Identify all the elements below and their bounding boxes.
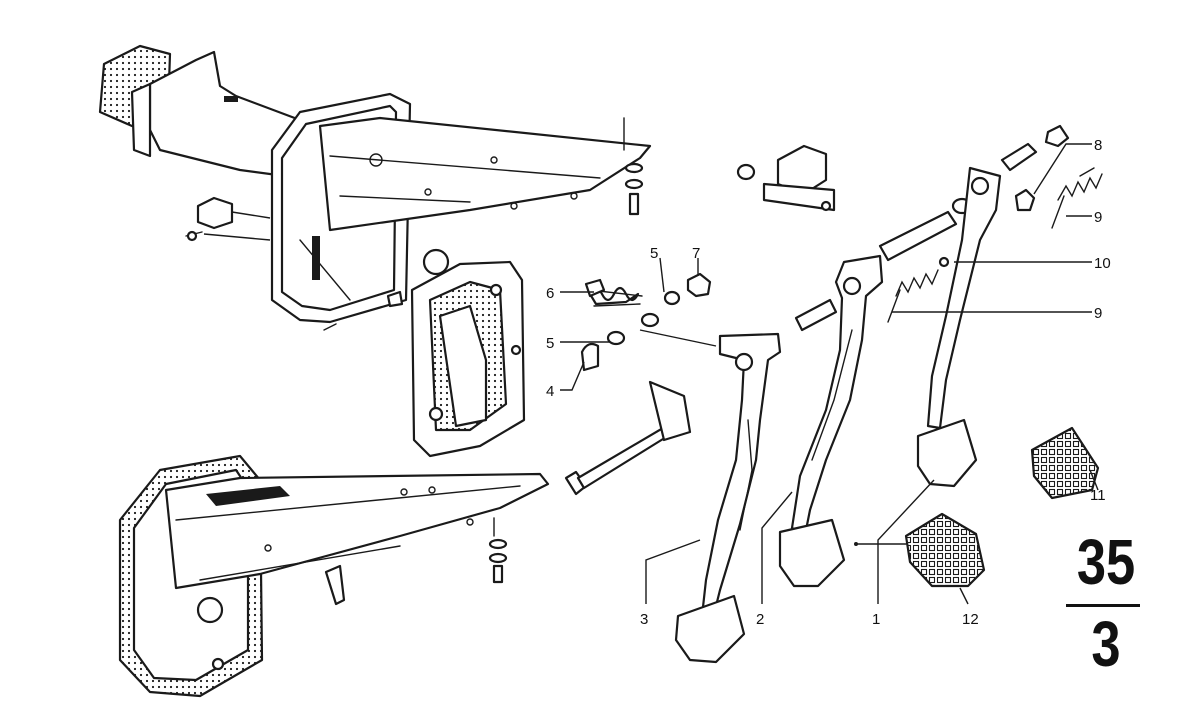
callout-12: 12 [962, 611, 979, 628]
callout-7: 7 [692, 245, 700, 262]
group-number-main: 35 [1076, 526, 1136, 598]
callout-9-lower: 9 [1094, 305, 1102, 322]
callout-11: 11 [1090, 487, 1106, 504]
callout-5-upper: 5 [650, 245, 658, 262]
lower-pedal-bracket [118, 454, 550, 698]
group-number-divider [1066, 604, 1140, 607]
upper-bracket-hardware [185, 117, 644, 331]
pedal-return-spring-lower [887, 269, 939, 323]
callout-2: 2 [756, 611, 764, 628]
lower-bracket-hardware [211, 517, 508, 671]
callout-10: 10 [1094, 255, 1111, 272]
return-spring [584, 278, 643, 307]
callout-leaders [560, 143, 1099, 605]
pedal-pad-11 [1030, 426, 1100, 500]
spring-retainer-parts [580, 272, 717, 372]
callout-8: 8 [1094, 137, 1102, 154]
callout-3: 3 [640, 611, 648, 628]
pedal-lever-1 [916, 166, 1002, 488]
pedal-return-spring-nut [1014, 188, 1036, 212]
callout-9-upper: 9 [1094, 209, 1102, 226]
bushings-and-shaft [794, 124, 1070, 332]
pushrod-mounting-plate [410, 260, 526, 458]
group-number-sub: 3 [1091, 608, 1121, 680]
callout-4: 4 [546, 383, 554, 400]
pedal-return-spring-upper [1051, 167, 1103, 229]
clutch-pedal [674, 332, 782, 664]
pivot-bolt [564, 380, 692, 496]
upper-pedal-bracket [98, 44, 652, 324]
pedal-pad-12 [854, 512, 986, 588]
callout-6: 6 [546, 285, 554, 302]
brake-light-switch [736, 144, 836, 212]
callout-1: 1 [872, 611, 880, 628]
brake-pedal [778, 254, 884, 588]
callout-5-lower: 5 [546, 335, 554, 352]
